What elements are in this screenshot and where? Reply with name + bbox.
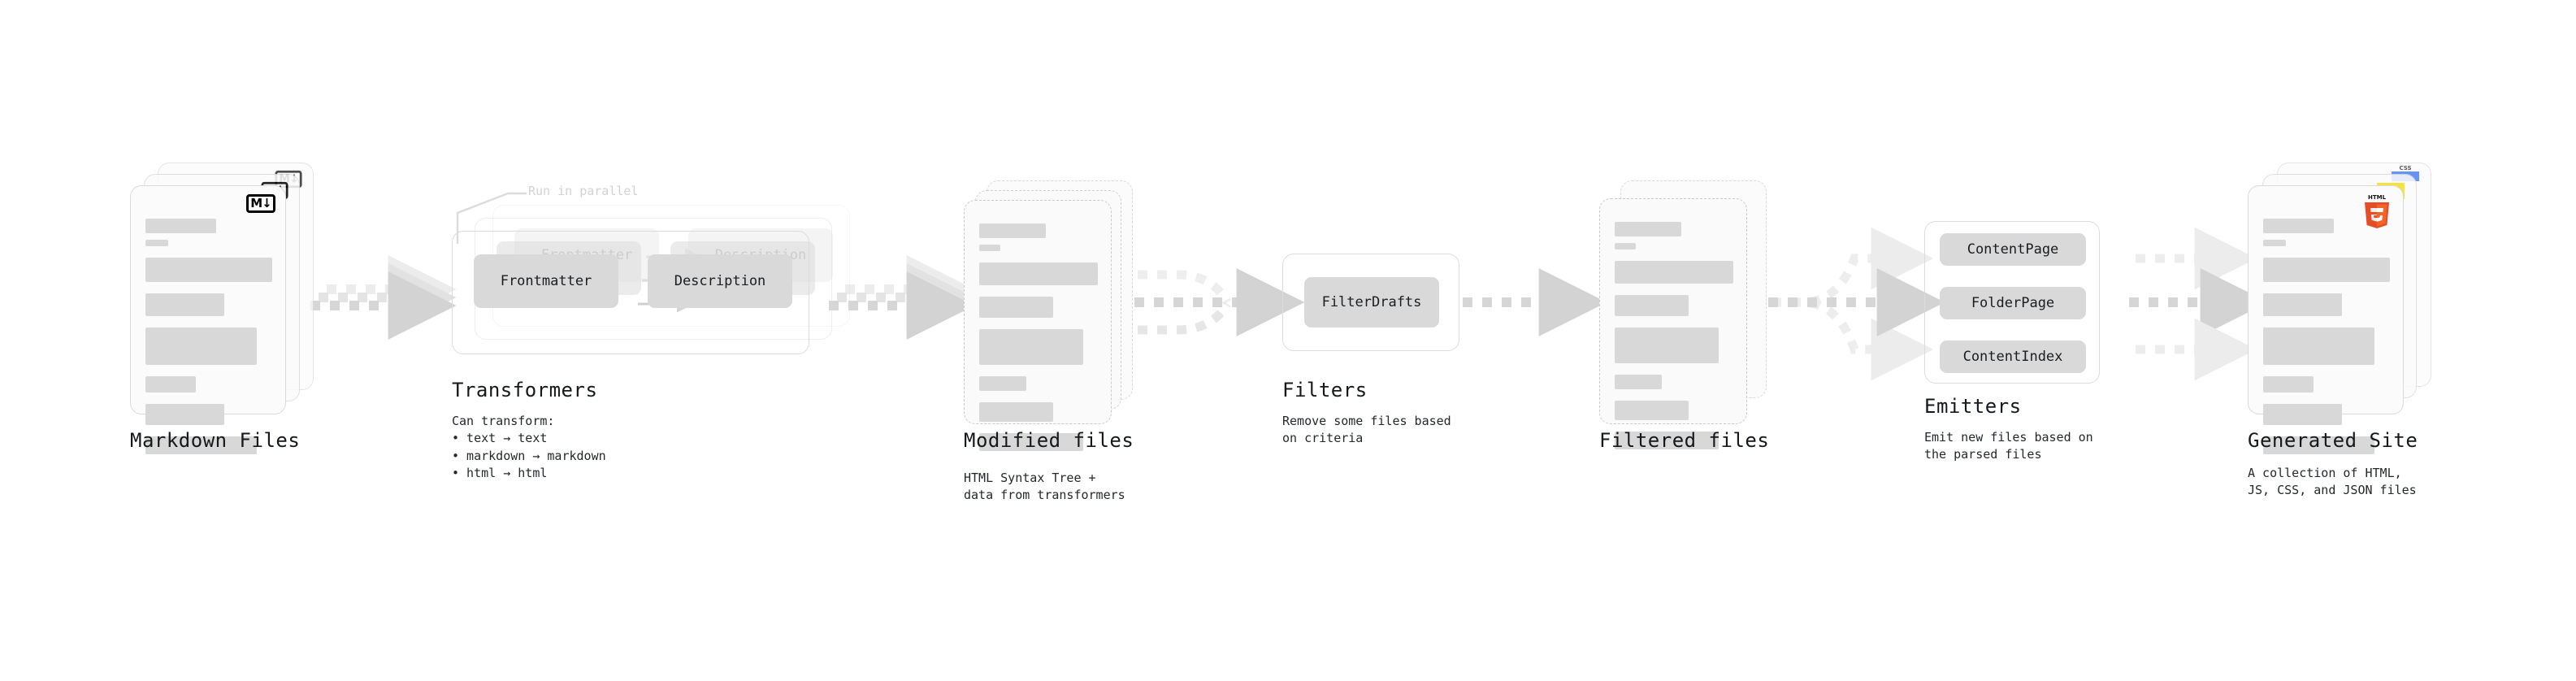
stage-title-generated-site: Generated Site — [2248, 429, 2418, 452]
content-bar — [979, 297, 1053, 318]
connector-modified-to-filters — [1134, 268, 1305, 336]
content-bar — [1615, 222, 1681, 236]
markdown-badge-icon: M↓ — [246, 194, 275, 213]
file-card-front: HTML — [2248, 185, 2404, 454]
stage-title-markdown-files: Markdown Files — [130, 429, 301, 452]
stage-title-modified-files: Modified files — [964, 429, 1134, 452]
transformer-chip-description[interactable]: Description — [648, 254, 792, 308]
stage-subtitle-transformers: Can transform: • text → text • markdown … — [452, 414, 606, 480]
content-bar — [145, 376, 197, 393]
stage-title-filtered-files: Filtered files — [1599, 429, 1770, 452]
filters-group: FilterDrafts — [1282, 254, 1459, 351]
file-card-front — [964, 200, 1112, 451]
content-bar — [145, 327, 258, 365]
connector-markdown-to-transformers — [310, 255, 457, 340]
content-bar — [2263, 436, 2375, 454]
file-card-content — [2263, 219, 2390, 461]
content-bar — [979, 402, 1053, 422]
file-card-content — [1615, 222, 1733, 456]
content-bar — [145, 404, 224, 425]
emitter-chip-contentindex[interactable]: ContentIndex — [1940, 340, 2086, 373]
content-bar — [1615, 295, 1689, 316]
transformer-group-front: Frontmatter Description — [452, 231, 809, 354]
run-in-parallel-note: Run in parallel — [528, 184, 639, 198]
generated-file-stack: CSS HTML — [2248, 163, 2443, 454]
html5-badge-icon: HTML — [2361, 193, 2393, 230]
content-bar — [2263, 240, 2287, 246]
file-card-front — [1599, 198, 1747, 449]
content-bar — [979, 376, 1027, 391]
stage-title-filters: Filters — [1282, 379, 1368, 401]
connector-filtered-to-emitters — [1768, 227, 1945, 381]
svg-text:HTML: HTML — [2368, 194, 2387, 201]
content-bar — [979, 262, 1098, 285]
stage-subtitle-emitters: Emit new files based on the parsed files — [1924, 430, 2093, 462]
connector-emitters-to-site — [2129, 227, 2269, 381]
stage-filtered-files — [1599, 180, 1778, 449]
content-bar — [2263, 293, 2342, 316]
content-bar — [979, 433, 1084, 451]
stage-subtitle-generated-site: A collection of HTML, JS, CSS, and JSON … — [2248, 466, 2417, 498]
file-card-front: M↓ — [130, 185, 286, 454]
content-bar — [2263, 258, 2390, 282]
file-card-content — [979, 223, 1098, 458]
content-bar — [145, 436, 258, 454]
content-bar — [2263, 376, 2314, 393]
emitter-chip-folderpage[interactable]: FolderPage — [1940, 287, 2086, 319]
stage-transformers: Frontmatter Description Frontmatter Desc… — [452, 205, 858, 367]
stage-modified-files — [964, 180, 1143, 451]
content-bar — [979, 329, 1084, 365]
modified-file-stack — [964, 180, 1143, 451]
transformer-chip-frontmatter[interactable]: Frontmatter — [474, 254, 618, 308]
emitter-chip-contentpage[interactable]: ContentPage — [1940, 233, 2086, 266]
content-bar — [1615, 261, 1733, 284]
content-bar — [2263, 327, 2375, 365]
content-bar — [979, 245, 1001, 251]
content-bar — [1615, 243, 1637, 249]
content-bar — [145, 258, 272, 282]
content-bar — [2263, 219, 2335, 233]
content-bar — [2263, 404, 2342, 425]
stage-title-emitters: Emitters — [1924, 395, 2022, 418]
stage-title-transformers: Transformers — [452, 379, 598, 401]
content-bar — [1615, 327, 1720, 363]
markdown-file-stack: M↓ M↓ M↓ — [130, 163, 317, 454]
content-bar — [979, 223, 1046, 238]
stage-subtitle-modified-files: HTML Syntax Tree + data from transformer… — [964, 471, 1125, 503]
content-bar — [1615, 375, 1663, 389]
content-bar — [145, 219, 217, 233]
content-bar — [145, 293, 224, 316]
stage-subtitle-filters: Remove some files based on criteria — [1282, 414, 1451, 446]
stage-generated-site: CSS HTML — [2248, 163, 2443, 454]
emitters-group: ContentPage FolderPage ContentIndex — [1924, 221, 2100, 384]
file-card-content — [145, 219, 272, 461]
stage-markdown-files: M↓ M↓ M↓ — [130, 163, 317, 454]
content-bar — [145, 240, 169, 246]
content-bar — [1615, 432, 1720, 449]
filtered-file-stack — [1599, 180, 1778, 449]
content-bar — [1615, 401, 1689, 420]
filter-chip-filterdrafts[interactable]: FilterDrafts — [1304, 277, 1439, 327]
